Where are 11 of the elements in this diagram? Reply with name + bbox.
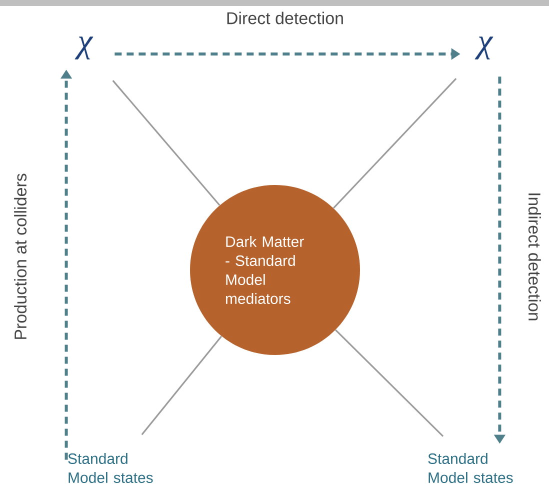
edge-label: Direct detection [224,10,346,26]
connector-line [335,329,444,437]
state-label: Standard Model states [68,453,153,483]
connector-line [332,78,457,209]
particle-symbol: χ [474,36,494,60]
connector-line [141,336,222,436]
edge-label: Production at colliders [13,172,28,342]
edge-label: Indirect detection [527,190,542,322]
state-label: Standard Model states [428,453,513,483]
particle-symbol: χ [74,36,94,60]
connector-line [112,80,220,206]
